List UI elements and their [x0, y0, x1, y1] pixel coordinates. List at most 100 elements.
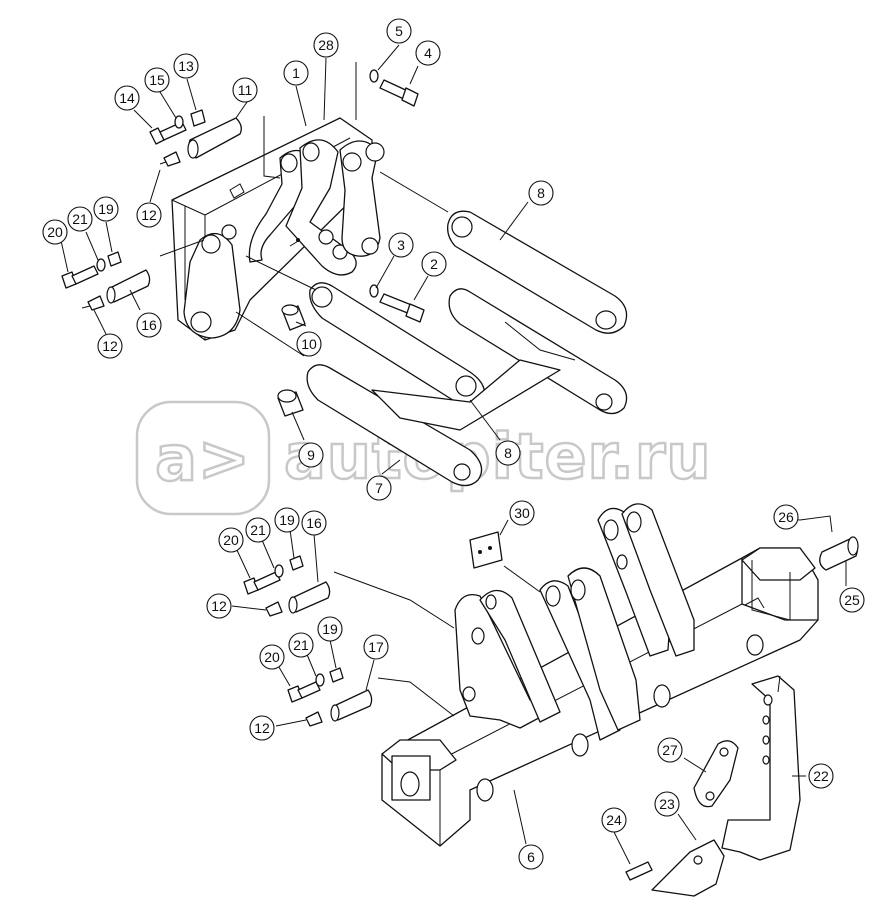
lock-plate-19-lower: [329, 667, 344, 683]
callout-19-upper: 19: [93, 196, 119, 222]
svg-text:16: 16: [141, 317, 157, 333]
svg-text:19: 19: [279, 512, 295, 528]
svg-text:14: 14: [119, 90, 135, 106]
svg-text:8: 8: [537, 185, 545, 201]
bushing-10: [281, 304, 306, 331]
protector-27: [693, 740, 739, 808]
callout-24: 24: [601, 807, 627, 833]
svg-text:28: 28: [318, 37, 334, 53]
callout-15: 15: [144, 67, 170, 93]
callout-16-lower: 16: [301, 510, 327, 536]
svg-text:25: 25: [844, 592, 860, 608]
callout-4: 4: [415, 40, 441, 66]
svg-text:8: 8: [504, 445, 512, 461]
svg-text:19: 19: [98, 201, 114, 217]
callout-12-left: 12: [97, 333, 123, 359]
grease-fitting-12-left: [81, 295, 105, 311]
bolt-2: [379, 293, 425, 323]
callout-12-upper: 12: [136, 202, 162, 228]
callout-11: 11: [232, 77, 258, 103]
svg-text:20: 20: [223, 532, 239, 548]
leader-lines: [59, 44, 847, 865]
callout-25: 25: [839, 587, 865, 613]
callout-21-middle: 21: [245, 517, 271, 543]
pin-11: [187, 117, 242, 159]
svg-text:12: 12: [254, 720, 270, 736]
svg-text:30: 30: [514, 505, 530, 521]
callout-19-lower: 19: [317, 616, 343, 642]
washer-5: [369, 69, 379, 83]
tip-23: [651, 839, 725, 897]
plate-30: [469, 531, 503, 569]
callout-9: 9: [298, 442, 324, 468]
svg-text:12: 12: [211, 598, 227, 614]
svg-text:9: 9: [307, 447, 315, 463]
callout-13: 13: [173, 53, 199, 79]
svg-text:2: 2: [430, 256, 438, 272]
bolt-4: [379, 79, 419, 107]
svg-text:23: 23: [659, 796, 675, 812]
svg-text:1: 1: [292, 65, 300, 81]
svg-text:20: 20: [264, 649, 280, 665]
svg-text:4: 4: [424, 45, 432, 61]
bolt-20-lower: [287, 681, 321, 703]
svg-text:21: 21: [250, 522, 266, 538]
callout-12-middle: 12: [206, 593, 232, 619]
callout-10: 10: [296, 331, 322, 357]
svg-text:13: 13: [178, 58, 194, 74]
link-7-lower-beam: [306, 282, 628, 487]
link-8-upper: [447, 210, 628, 334]
washer-21-middle: [274, 564, 284, 578]
callout-20-lower: 20: [259, 644, 285, 670]
bolt-20-middle: [243, 571, 281, 595]
callout-1: 1: [283, 60, 309, 86]
clip-26: [799, 515, 833, 533]
svg-text:24: 24: [606, 812, 622, 828]
callout-21-lower: 21: [288, 632, 314, 658]
callout-5: 5: [386, 18, 412, 44]
svg-text:21: 21: [72, 211, 88, 227]
callout-26: 26: [773, 504, 799, 530]
svg-text:3: 3: [397, 237, 405, 253]
lock-plate-19-middle: [289, 555, 304, 571]
watermark-logo-box: [135, 400, 271, 516]
callout-17: 17: [363, 634, 389, 660]
callout-20-middle: 20: [218, 527, 244, 553]
callout-16-upper: 16: [136, 312, 162, 338]
bushing-9: [277, 389, 304, 417]
grease-fitting-12-middle: [265, 601, 283, 617]
svg-text:27: 27: [662, 742, 678, 758]
callout-7: 7: [366, 475, 392, 501]
pin-17: [330, 689, 373, 722]
callout-30: 30: [509, 500, 535, 526]
ripper-beam-6: [381, 503, 819, 847]
pin-25: [819, 536, 859, 571]
washer-21-upper: [96, 258, 106, 272]
lock-plate-13: [190, 109, 206, 127]
callout-28: 28: [313, 32, 339, 58]
callout-6: 6: [518, 844, 544, 870]
svg-text:5: 5: [395, 23, 403, 39]
callout-22: 22: [808, 763, 834, 789]
lock-plate-19-upper: [107, 251, 122, 267]
mounting-bracket: [171, 117, 385, 341]
callouts: 1 28 5 4 13 15 14 11 12 8 19 21 20 3 2 1…: [42, 18, 865, 870]
pin-24: [625, 861, 653, 881]
svg-text:15: 15: [149, 72, 165, 88]
callout-14: 14: [114, 85, 140, 111]
callout-23: 23: [654, 791, 680, 817]
grease-fitting-12-upper: [159, 151, 181, 167]
svg-text:12: 12: [102, 338, 118, 354]
bolt-20-upper: [61, 265, 99, 289]
callout-27: 27: [657, 737, 683, 763]
svg-text:20: 20: [47, 224, 63, 240]
callout-20-upper: 20: [42, 219, 68, 245]
callout-8-upper: 8: [528, 180, 554, 206]
svg-text:26: 26: [778, 509, 794, 525]
svg-text:10: 10: [301, 336, 317, 352]
grease-fitting-12-lower: [305, 711, 323, 727]
callout-19-middle: 19: [274, 507, 300, 533]
washer-21-lower: [315, 673, 325, 687]
shank-22: [721, 675, 801, 861]
